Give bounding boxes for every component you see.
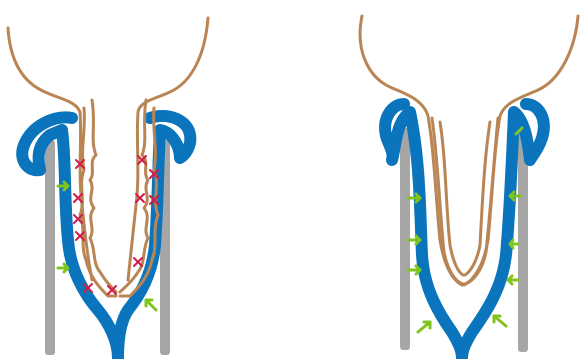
right-blue-wall-right <box>462 104 544 358</box>
green-arrow <box>510 240 518 248</box>
right-blue-wall-left <box>385 104 462 358</box>
green-arrow <box>508 276 518 284</box>
right-inner-gray-bar <box>518 132 528 352</box>
green-arrow <box>418 322 430 332</box>
green-arrow <box>58 264 68 272</box>
left-panel <box>8 18 208 358</box>
right-panel <box>360 16 578 358</box>
left-blue-wall-left <box>22 117 118 358</box>
green-arrow <box>494 316 506 326</box>
left-outer-gray-bar <box>45 140 55 355</box>
green-arrow <box>146 300 156 310</box>
red-x-mark <box>134 258 142 266</box>
right-tissue-pouch <box>432 118 498 284</box>
